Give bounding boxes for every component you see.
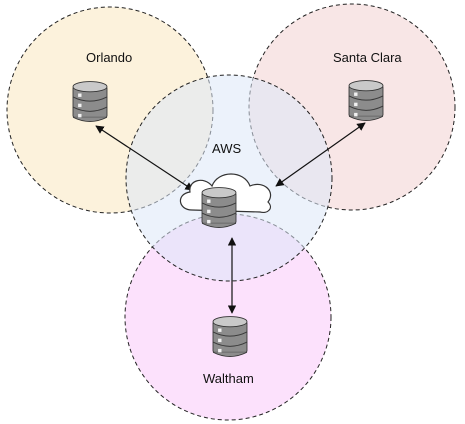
aws-database-icon bbox=[201, 187, 237, 229]
waltham-database-icon bbox=[212, 316, 248, 358]
orlando-label: Orlando bbox=[86, 50, 132, 65]
santa-clara-aws-connection bbox=[275, 122, 366, 187]
aws-label: AWS bbox=[212, 141, 241, 156]
orlando-database-icon bbox=[72, 81, 108, 123]
waltham-label: Waltham bbox=[203, 371, 254, 386]
santa-clara-label: Santa Clara bbox=[333, 50, 402, 65]
orlando-aws-connection bbox=[95, 125, 194, 191]
santa-clara-database-icon bbox=[348, 80, 384, 122]
